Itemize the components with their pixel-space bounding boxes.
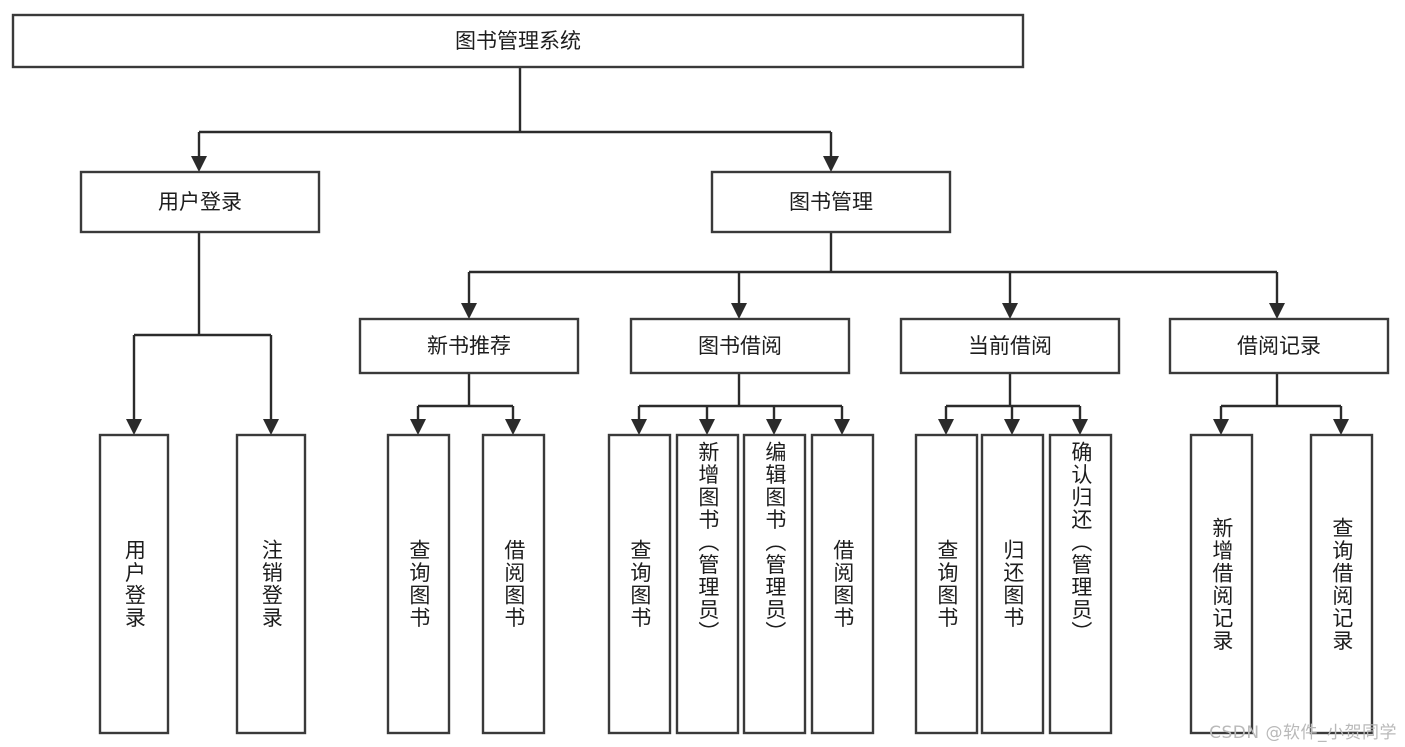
leaf-add-book-rect[interactable] [675,433,740,735]
node-current-borrow-rect[interactable] [899,317,1121,375]
arrow-bm-to-newbook [461,303,477,319]
arrow-leaf-confirm-return [1072,419,1088,435]
connector-layer [126,67,1349,435]
leaf-query-book-3-rect[interactable] [914,433,979,735]
arrow-leaf-add-record [1213,419,1229,435]
node-current-borrow[interactable]: 当前借阅 [899,317,1121,375]
leaf-query-book-1-rect[interactable] [386,433,451,735]
node-book-manage-label: 图书管理 [789,190,873,214]
node-book-borrow-rect[interactable] [629,317,851,375]
node-user-login[interactable]: 用户登录 [79,170,321,234]
arrow-leaf-user-logout [263,419,279,435]
arrow-leaf-add-book [699,419,715,435]
leaf-query-book-2-rect[interactable] [607,433,672,735]
node-borrow-record[interactable]: 借阅记录 [1168,317,1390,375]
arrow-root-to-book-manage [823,156,839,172]
node-borrow-record-label: 借阅记录 [1237,334,1321,358]
arrow-bm-to-currentborrow [1002,303,1018,319]
node-borrow-record-rect[interactable] [1168,317,1390,375]
node-user-login-label: 用户登录 [158,190,242,214]
arrow-leaf-user-login [126,419,142,435]
leaf-add-record-rect[interactable] [1189,433,1254,735]
node-new-book-rec-label: 新书推荐 [427,334,511,358]
leaf-confirm-return-rect[interactable] [1048,433,1113,735]
arrow-leaf-return-book [1004,419,1020,435]
node-book-manage[interactable]: 图书管理 [710,170,952,234]
node-book-borrow[interactable]: 图书借阅 [629,317,851,375]
node-new-book-rec-rect[interactable] [358,317,580,375]
node-new-book-rec[interactable]: 新书推荐 [358,317,580,375]
arrow-root-to-user-login [191,156,207,172]
leaf-user-logout-rect[interactable] [235,433,307,735]
leaf-user-login-rect[interactable] [98,433,170,735]
node-root[interactable]: 图书管理系统 [11,13,1025,69]
arrow-leaf-query-book-1 [410,419,426,435]
arrow-leaf-edit-book [766,419,782,435]
leaf-query-record-rect[interactable] [1309,433,1374,735]
leaf-borrow-book-1-rect[interactable] [481,433,546,735]
watermark: CSDN @软件_小贺同学 [1209,723,1397,743]
leaf-return-book-rect[interactable] [980,433,1045,735]
node-book-borrow-label: 图书借阅 [698,334,782,358]
arrow-leaf-borrow-book-1 [505,419,521,435]
node-root-rect[interactable] [11,13,1025,69]
arrow-leaf-query-book-3 [938,419,954,435]
arrow-leaf-query-record [1333,419,1349,435]
leaf-edit-book-rect[interactable] [742,433,807,735]
node-current-borrow-label: 当前借阅 [968,334,1052,358]
arrow-bm-to-bookborrow [731,303,747,319]
node-user-login-rect[interactable] [79,170,321,234]
arrow-leaf-query-book-2 [631,419,647,435]
arrow-bm-to-borrowrecord [1269,303,1285,319]
arrow-leaf-borrow-book-2 [834,419,850,435]
node-book-manage-rect[interactable] [710,170,952,234]
node-layer: 图书管理系统 用户登录 图书管理 新书推荐 图书借阅 当前 [11,13,1390,735]
leaf-borrow-book-2-rect[interactable] [810,433,875,735]
node-root-label: 图书管理系统 [455,29,581,53]
